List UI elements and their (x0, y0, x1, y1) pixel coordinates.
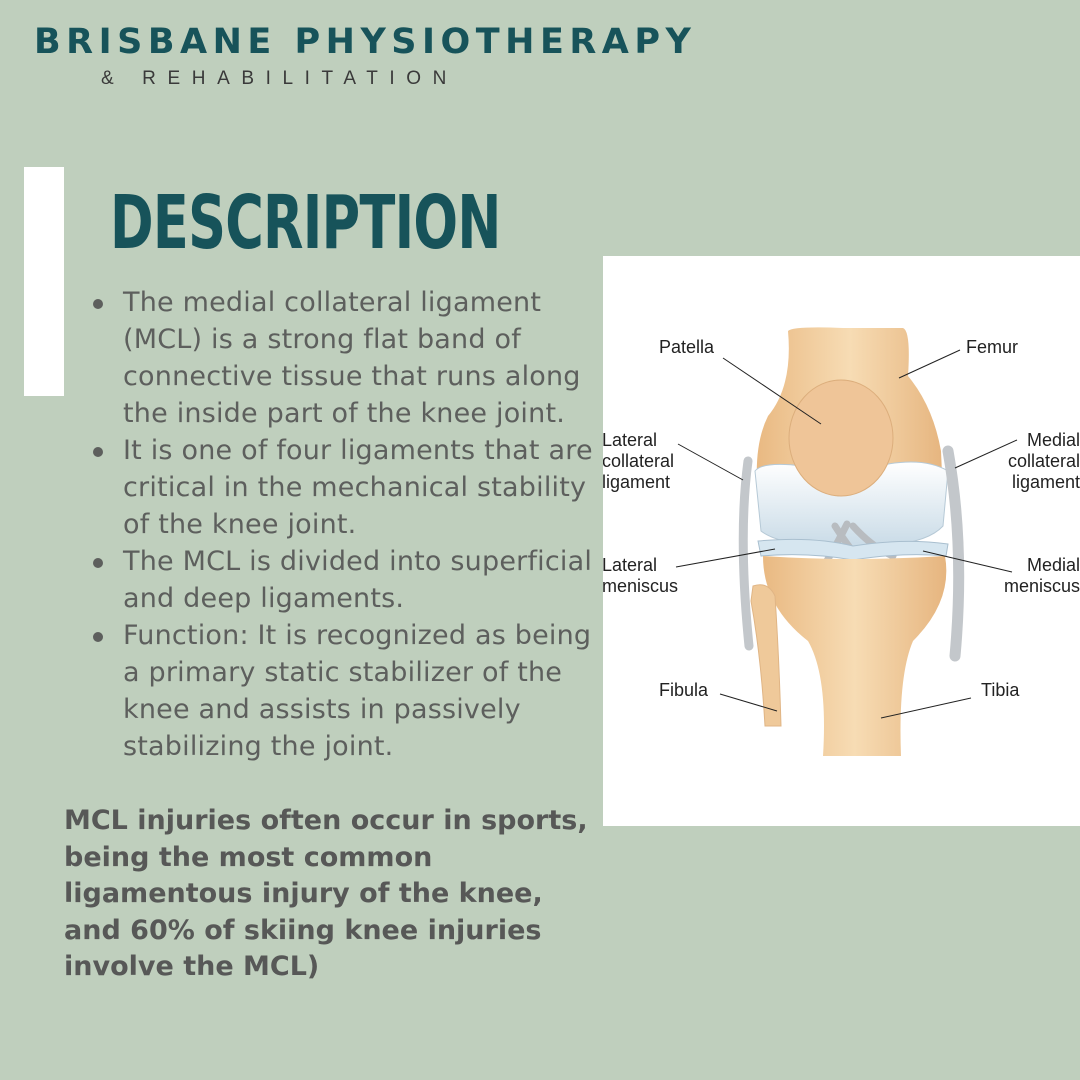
label-medial-meniscus: Medial (1027, 555, 1080, 575)
label-medial-collateral: collateral (1008, 451, 1080, 471)
description-item-text: It is one of four ligaments that are cri… (123, 435, 593, 540)
description-item: It is one of four ligaments that are cri… (88, 432, 598, 543)
knee-diagram-card: Patella Femur Lateral collateral ligamen… (603, 256, 1080, 826)
description-item: The medial collateral ligament (MCL) is … (88, 284, 598, 432)
label-lateral-meniscus: Lateral (603, 555, 657, 575)
bullet-icon (93, 299, 103, 309)
description-item-text: The medial collateral ligament (MCL) is … (123, 287, 581, 429)
label-medial-collateral: Medial (1027, 430, 1080, 450)
description-item-text: Function: It is recognized as being a pr… (123, 620, 592, 762)
tibia (763, 556, 947, 756)
label-femur: Femur (966, 337, 1018, 357)
bullet-icon (93, 447, 103, 457)
bullet-icon (93, 558, 103, 568)
brand-title: BRISBANE PHYSIOTHERAPY (34, 22, 697, 62)
knee-anatomy-illustration: Patella Femur Lateral collateral ligamen… (603, 327, 1080, 756)
label-medial-collateral: ligament (1012, 472, 1080, 492)
description-list: The medial collateral ligament (MCL) is … (88, 284, 598, 765)
label-patella: Patella (659, 337, 715, 357)
label-lateral-collateral: ligament (603, 472, 670, 492)
label-lateral-collateral: collateral (603, 451, 674, 471)
label-tibia: Tibia (981, 680, 1020, 700)
brand-subtitle: & REHABILITATION (101, 68, 458, 89)
fibula (750, 584, 782, 727)
description-item: The MCL is divided into superficial and … (88, 543, 598, 617)
label-medial-meniscus: meniscus (1004, 576, 1080, 596)
medial-collateral-ligament (942, 445, 965, 662)
lateral-collateral-ligament (738, 456, 754, 651)
description-item: Function: It is recognized as being a pr… (88, 617, 598, 765)
patella (788, 379, 894, 497)
injury-callout: MCL injuries often occur in sports, bein… (64, 805, 588, 982)
label-fibula: Fibula (659, 680, 709, 700)
label-lateral-collateral: Lateral (603, 430, 657, 450)
accent-bar (24, 167, 64, 396)
bullet-icon (93, 632, 103, 642)
label-lateral-meniscus: meniscus (603, 576, 678, 596)
description-item-text: The MCL is divided into superficial and … (123, 546, 593, 614)
section-heading: DESCRIPTION (110, 180, 501, 266)
